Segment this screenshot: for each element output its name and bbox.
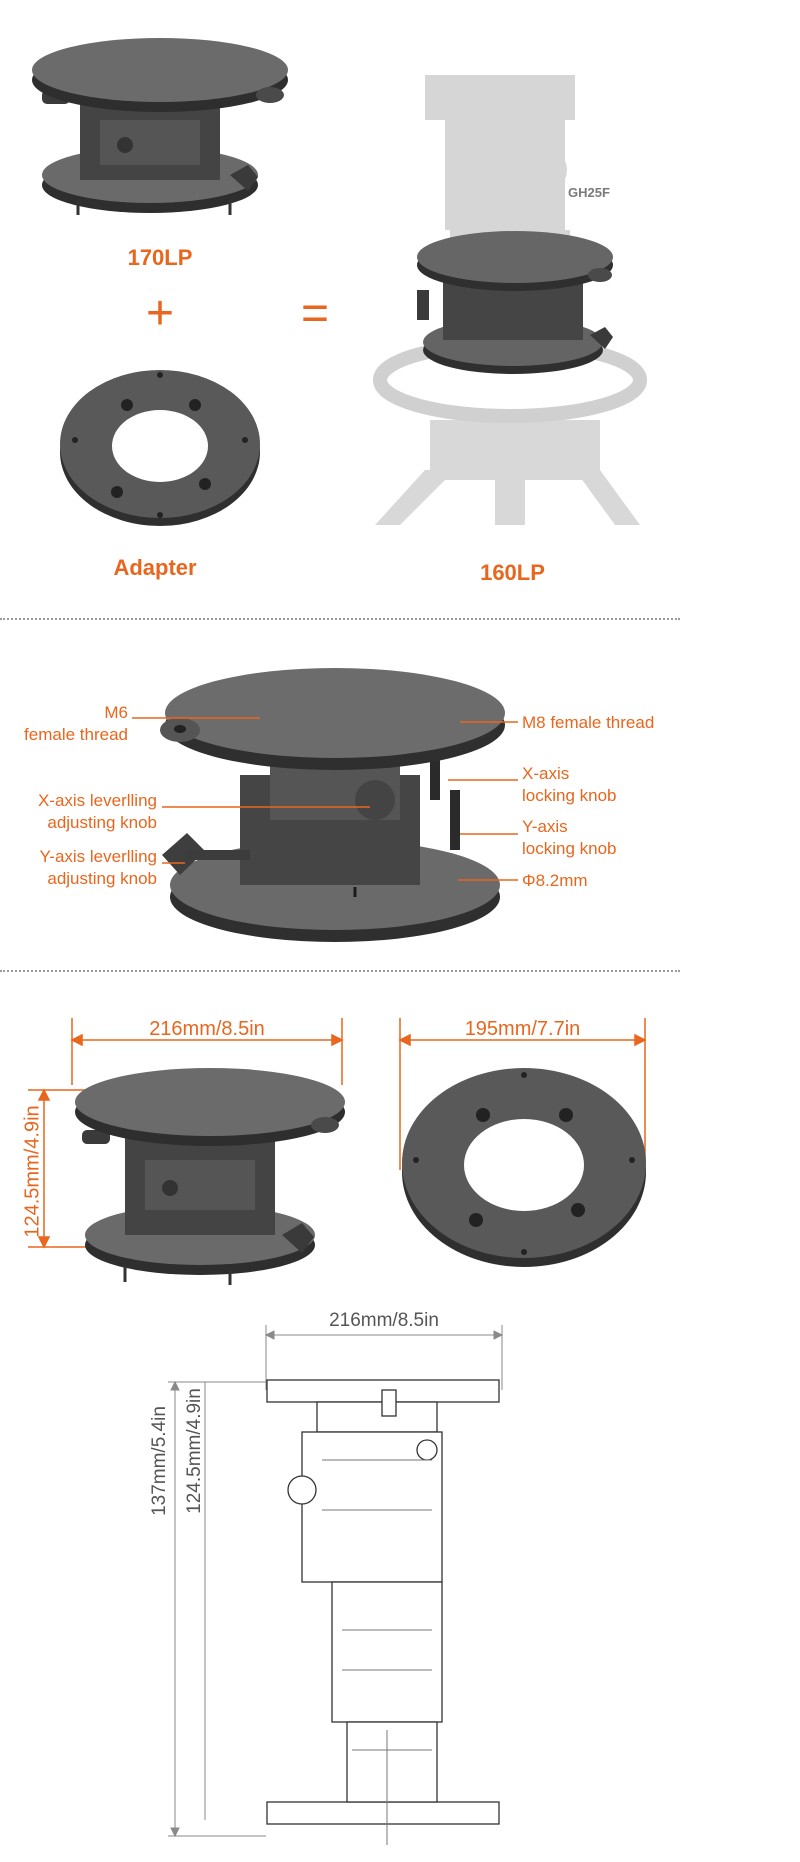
side-width-label: 216mm/8.5in bbox=[329, 1310, 439, 1331]
leveler-side-view-drawing bbox=[266, 1379, 500, 1845]
callout-line: X-axis leverlling bbox=[37, 791, 157, 810]
width-adapter-label: 195mm/7.7in bbox=[464, 1018, 581, 1040]
callout-line: locking knob bbox=[522, 839, 617, 858]
callout-line: female thread bbox=[24, 725, 128, 744]
adapter-ring-image bbox=[60, 370, 260, 526]
equals-sign: = bbox=[300, 287, 330, 340]
y-axis-leveling-knob-callout: Y-axis leverlling adjusting knob bbox=[0, 846, 157, 890]
callout-line: adjusting knob bbox=[47, 869, 157, 888]
leveler-callout-image bbox=[160, 668, 505, 942]
side-height-label: 124.5mm/4.9in bbox=[184, 1388, 205, 1514]
plus-sign: + bbox=[145, 287, 175, 340]
callout-line: adjusting knob bbox=[47, 813, 157, 832]
x-axis-locking-knob-callout: X-axis locking knob bbox=[522, 763, 662, 807]
leveler-dimension-image bbox=[75, 1068, 345, 1285]
leveler-160lp-assembly-image bbox=[373, 75, 647, 525]
pin-diameter-callout: Φ8.2mm bbox=[522, 871, 588, 890]
adapter-label: Adapter bbox=[113, 555, 197, 580]
callout-line: X-axis bbox=[522, 764, 570, 783]
m8-thread-callout: M8 female thread bbox=[522, 713, 655, 732]
m6-thread-callout: M6 female thread bbox=[0, 702, 128, 746]
leveler-170lp-image bbox=[32, 38, 288, 215]
section-divider bbox=[0, 970, 680, 972]
callout-line: Y-axis bbox=[522, 817, 568, 836]
product-170lp-label: 170LP bbox=[127, 245, 193, 270]
x-axis-leveling-knob-callout: X-axis leverlling adjusting knob bbox=[0, 790, 157, 834]
adapter-dimension-image bbox=[402, 1068, 646, 1267]
callout-line: locking knob bbox=[522, 786, 617, 805]
product-160lp-label: 160LP bbox=[480, 560, 545, 585]
callout-line: Y-axis leverlling bbox=[39, 847, 157, 866]
width-170lp-label: 216mm/8.5in bbox=[149, 1018, 265, 1040]
side-total-height-label: 137mm/5.4in bbox=[149, 1406, 170, 1516]
section-divider bbox=[0, 618, 680, 620]
callout-line: M6 bbox=[104, 703, 128, 722]
head-model-label: GH25F bbox=[568, 185, 610, 200]
y-axis-locking-knob-callout: Y-axis locking knob bbox=[522, 816, 662, 860]
